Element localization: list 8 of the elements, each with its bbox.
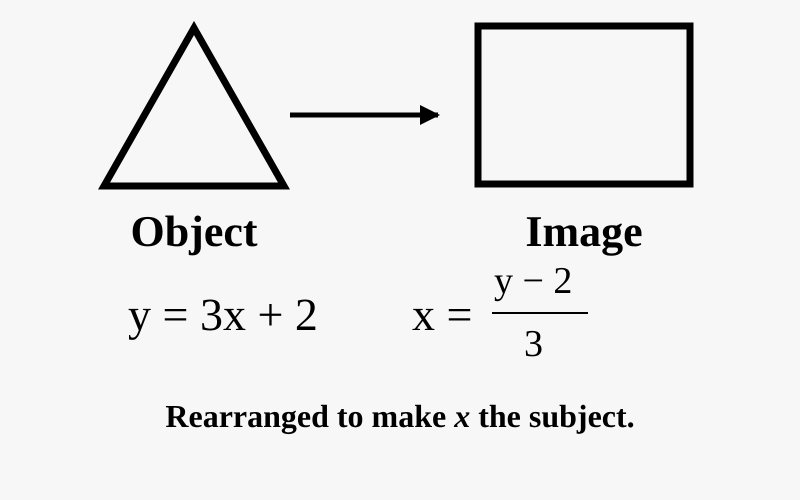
equation-text: y = 3x + 2 bbox=[128, 292, 318, 338]
equation-text: x = bbox=[412, 292, 472, 338]
equation-text: 3 bbox=[524, 325, 543, 363]
equation-text: y − 2 bbox=[494, 262, 572, 300]
arrow bbox=[290, 105, 440, 125]
caption: Rearranged to make x the subject. bbox=[164, 400, 636, 432]
node-label: Object bbox=[129, 210, 259, 254]
node-label: Image bbox=[524, 210, 644, 254]
